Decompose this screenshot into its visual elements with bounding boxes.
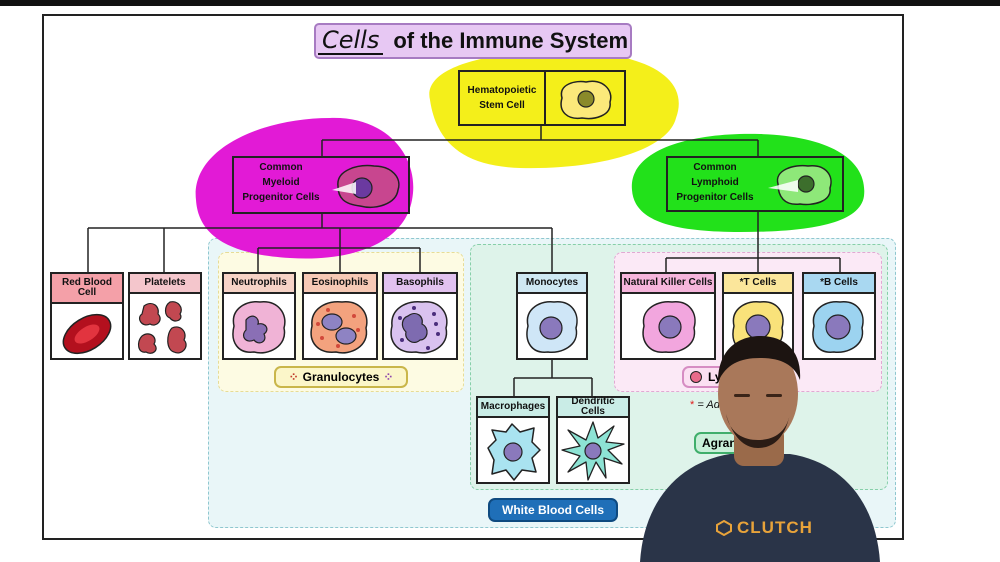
granulocytes-label: ⁘ Granulocytes ⁘ [274, 366, 408, 388]
lymphoid-label-line3: Progenitor Cells [676, 192, 754, 203]
natural-killer-cells-label: Natural Killer Cells [622, 274, 714, 294]
presenter-video [640, 336, 880, 562]
neutrophils-label: Neutrophils [224, 274, 294, 294]
white-blood-cells-label: White Blood Cells [488, 498, 618, 522]
macrophage-icon [487, 423, 541, 481]
neutrophil-icon [232, 300, 286, 354]
eosinophil-icon [310, 300, 368, 354]
myeloid-progenitor-box: Common Myeloid Progenitor Cells [232, 156, 410, 214]
clutch-logo-text: CLUTCH [737, 518, 813, 537]
dendritic-cells-label: Dendritic Cells [558, 397, 628, 418]
hematopoietic-stem-cell-box: Hematopoietic Stem Cell [458, 70, 626, 126]
macrophages-box: Macrophages [476, 396, 550, 484]
hsc-label-line1: Hematopoietic [467, 85, 537, 96]
b-cells-label: *B Cells [804, 274, 874, 294]
stem-cell-icon [560, 80, 612, 120]
granule-dots-icon-right: ⁘ [383, 370, 394, 384]
myeloid-progenitor-cell-icon [332, 164, 400, 208]
granule-dots-icon: ⁘ [288, 370, 299, 384]
dendritic-cell-icon [561, 421, 625, 481]
red-blood-cell-label: Red Blood Cell [52, 274, 122, 304]
b-cells-box: *B Cells [802, 272, 876, 360]
t-cells-label: *T Cells [724, 274, 792, 294]
lymphoid-progenitor-cell-icon [768, 164, 832, 206]
monocytes-box: Monocytes [516, 272, 588, 360]
basophils-box: Basophils [382, 272, 458, 360]
granulocytes-text: Granulocytes [302, 370, 380, 384]
footnote-star: * [690, 399, 695, 411]
eosinophils-box: Eosinophils [302, 272, 378, 360]
b-cell-icon [812, 300, 864, 354]
natural-killer-cells-box: Natural Killer Cells [620, 272, 716, 360]
platelets-box: Platelets [128, 272, 202, 360]
basophils-label: Basophils [384, 274, 456, 294]
neutrophils-box: Neutrophils [222, 272, 296, 360]
agranulocytes-text: Agranu [702, 436, 744, 450]
red-blood-cell-box: Red Blood Cell [50, 272, 124, 360]
clutch-hexagon-icon [716, 519, 732, 537]
title-text: of the Immune System [393, 28, 629, 53]
top-bar [0, 0, 1000, 6]
natural-killer-cell-icon [642, 300, 696, 354]
platelets-label: Platelets [130, 274, 200, 294]
macrophages-label: Macrophages [478, 398, 548, 418]
myeloid-label-line2: Myeloid [262, 177, 300, 188]
myeloid-label-line3: Progenitor Cells [242, 192, 320, 203]
lymphoid-label-line2: Lymphoid [691, 177, 739, 188]
hsc-label-line2: Stem Cell [479, 100, 525, 111]
myeloid-label-line1: Common [259, 162, 303, 173]
lymphocyte-dot-icon [690, 371, 702, 383]
page-title: Cells of the Immune System [314, 23, 632, 59]
presenter-shirt [640, 454, 880, 562]
title-handwritten-word: Cells [317, 27, 384, 55]
monocyte-icon [526, 300, 578, 354]
presenter-face [718, 342, 798, 446]
lymphoid-progenitor-box: Common Lymphoid Progenitor Cells [666, 156, 844, 212]
red-blood-cell-icon [62, 313, 112, 355]
platelets-icon [137, 301, 187, 354]
presenter-hair [718, 336, 801, 382]
yellow-highlight [429, 51, 679, 169]
eosinophils-label: Eosinophils [304, 274, 376, 294]
magenta-highlight [195, 117, 414, 259]
white-blood-cells-text: White Blood Cells [502, 503, 604, 517]
green-highlight [631, 133, 865, 232]
dendritic-cells-box: Dendritic Cells [556, 396, 630, 484]
lymphoid-label-line1: Common [693, 162, 737, 173]
clutch-logo: CLUTCH [716, 518, 813, 538]
basophil-icon [390, 300, 448, 354]
monocytes-label: Monocytes [518, 274, 586, 294]
